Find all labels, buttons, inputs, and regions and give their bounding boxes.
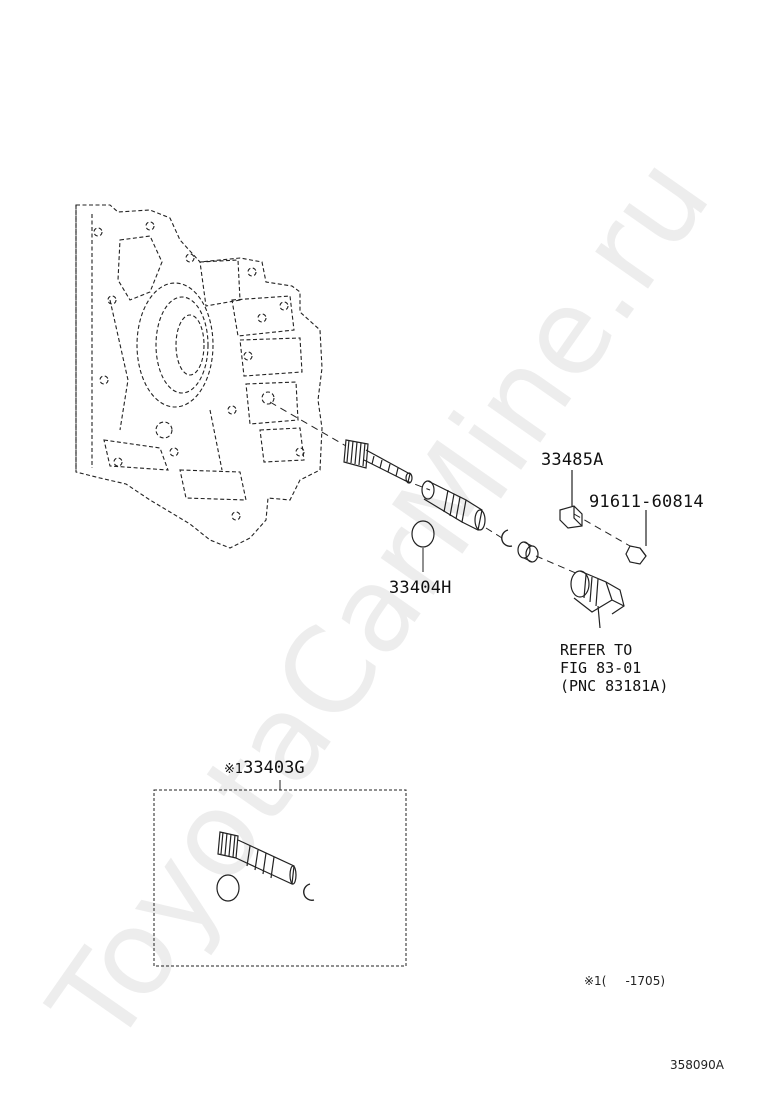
bushing (517, 541, 539, 563)
kit-label[interactable]: ※133403G (224, 758, 305, 778)
kit-note-symbol: ※1 (224, 762, 244, 777)
refer-line-2: FIG 83-01 (560, 659, 642, 677)
clip (501, 529, 513, 547)
lock-plate (559, 470, 583, 529)
kit-gear (217, 831, 297, 885)
speed-sensor (570, 570, 625, 629)
o-ring (411, 520, 435, 548)
driven-gear (343, 439, 413, 484)
driven-gear-sleeve (421, 480, 486, 531)
center-lines (269, 401, 631, 575)
kit-o-ring (216, 874, 240, 902)
kit-clip (303, 883, 315, 901)
part-label-33485a[interactable]: 33485A (541, 450, 604, 470)
kit-part-number[interactable]: 33403G (243, 758, 305, 778)
refer-line-3: (PNC 83181A) (560, 677, 669, 695)
figure-code: 358090A (670, 1058, 725, 1072)
part-label-91611-60814[interactable]: 91611-60814 (589, 492, 704, 512)
footnote-symbol: ※1 (584, 974, 602, 988)
footnote-text: ( -1705) (601, 974, 666, 988)
part-label-33404h[interactable]: 33404H (389, 578, 452, 598)
transmission-case (75, 204, 323, 549)
footnote: ※1( -1705) (584, 974, 665, 988)
bolt (625, 510, 647, 565)
refer-note: REFER TO FIG 83-01 (PNC 83181A) (560, 641, 668, 695)
refer-line-1: REFER TO (560, 641, 633, 659)
